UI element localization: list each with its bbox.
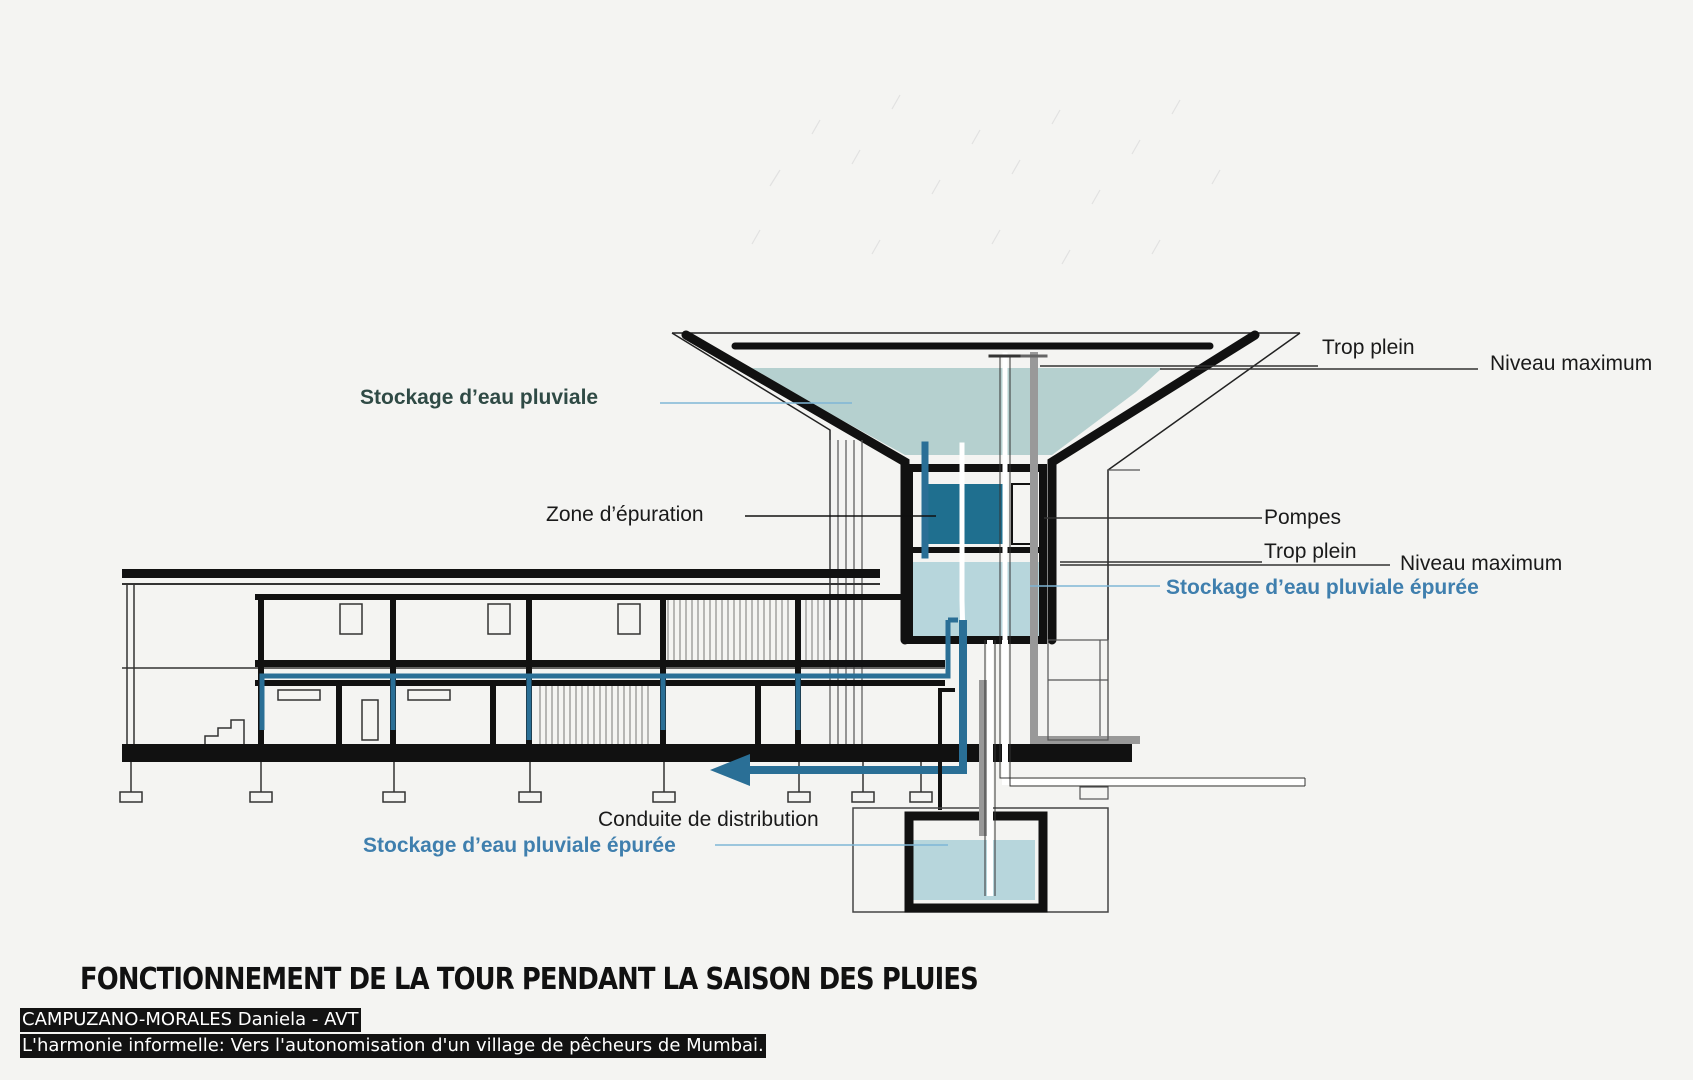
label-purified-storage-mid: Stockage d’eau pluviale épurée (1166, 576, 1479, 599)
right-annex (1047, 469, 1140, 800)
overflow-pipe (999, 640, 1306, 787)
distribution-pipe (710, 620, 967, 810)
label-rain-storage: Stockage d’eau pluviale (360, 386, 599, 409)
rain-water-storage (752, 368, 1162, 455)
label-purified-storage-bottom: Stockage d’eau pluviale épurée (363, 834, 676, 857)
underground-tank (852, 640, 1109, 913)
label-overflow-top: Trop plein (1322, 336, 1415, 359)
purified-storage-mid (912, 562, 1040, 638)
left-building (119, 569, 1132, 803)
label-overflow-mid: Trop plein (1264, 540, 1357, 563)
rain-streaks (751, 94, 1221, 265)
caption-author: CAMPUZANO-MORALES Daniela - AVT (20, 1008, 361, 1032)
leader-lines (660, 365, 1478, 846)
label-pumps: Pompes (1264, 506, 1342, 529)
diagram-title: FONCTIONNEMENT DE LA TOUR PENDANT LA SAI… (80, 962, 979, 997)
caption-project: L'harmonie informelle: Vers l'autonomisa… (20, 1034, 766, 1058)
label-purification-zone: Zone d’épuration (546, 503, 704, 526)
tower-tank-frame (905, 464, 1047, 644)
tower-pipes (921, 352, 1140, 744)
label-distribution-pipe: Conduite de distribution (598, 808, 819, 831)
label-max-level-mid: Niveau maximum (1400, 552, 1563, 575)
distribution-network (259, 617, 958, 740)
label-max-level-top: Niveau maximum (1490, 352, 1653, 375)
